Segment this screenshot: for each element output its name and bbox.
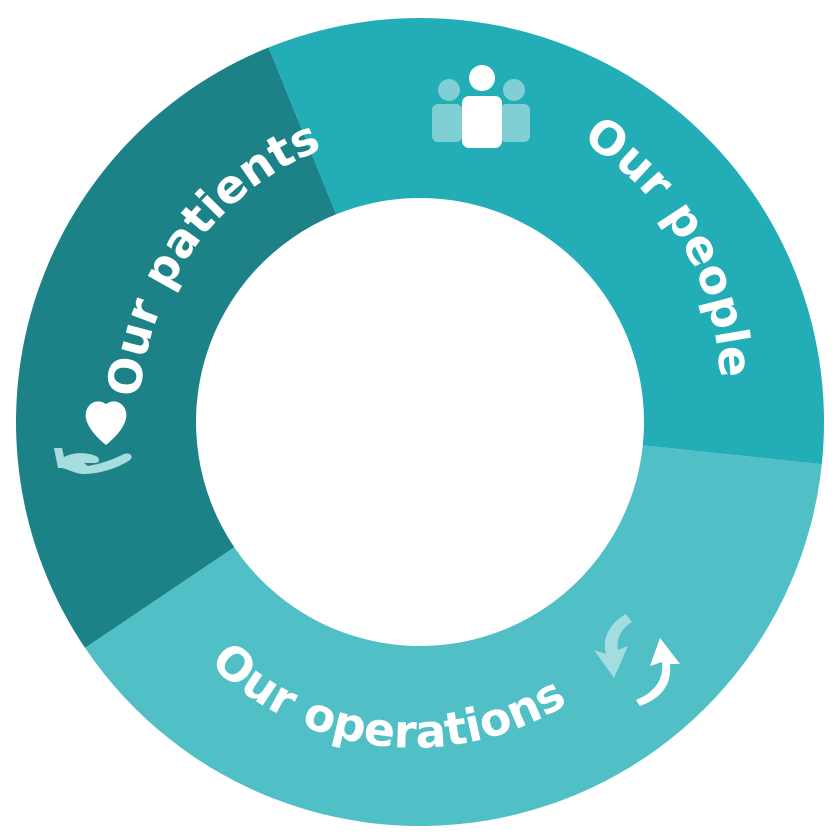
people-group-icon bbox=[432, 65, 530, 148]
arrow-up-icon bbox=[636, 638, 680, 706]
person-left-body bbox=[432, 104, 462, 142]
person-right-body bbox=[500, 104, 530, 142]
segment-our-patients bbox=[16, 47, 337, 648]
person-center-body bbox=[462, 96, 502, 148]
segment-our-people bbox=[268, 17, 824, 465]
arrow-down-icon bbox=[594, 614, 632, 678]
heart-icon bbox=[85, 401, 127, 445]
person-left-head bbox=[438, 79, 460, 101]
segment-our-operations bbox=[85, 445, 822, 826]
hand-icon bbox=[54, 448, 132, 474]
person-right-head bbox=[503, 79, 525, 101]
person-center-head bbox=[469, 65, 495, 91]
hand-heart-icon bbox=[54, 401, 132, 474]
cycle-arrows-icon bbox=[594, 614, 680, 706]
